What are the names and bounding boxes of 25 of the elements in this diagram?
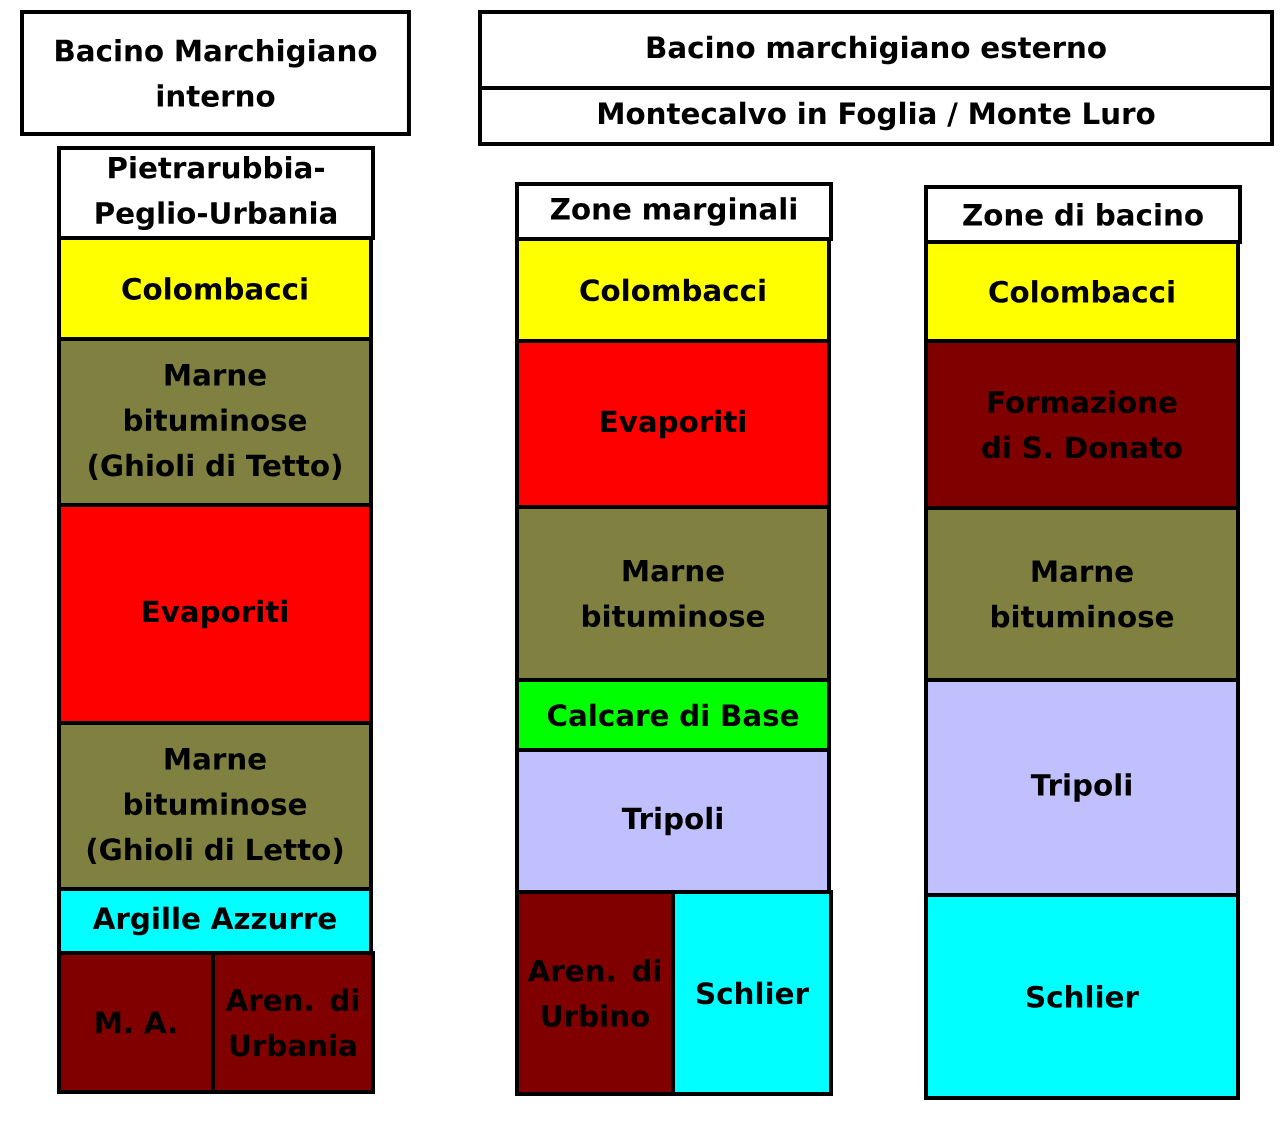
column-header-box: Zone marginali bbox=[515, 182, 833, 241]
layer-box: Calcare di Base bbox=[515, 678, 831, 752]
layer-box: Aren. di Urbino bbox=[515, 890, 675, 1096]
column-header-box: Pietrarubbia-Peglio-Urbania bbox=[57, 146, 375, 240]
layer-box: Argille Azzurre bbox=[57, 887, 373, 955]
layer-box: Marne bituminose bbox=[515, 505, 831, 683]
layer-box: Schlier bbox=[671, 890, 833, 1096]
layer-box: Evaporiti bbox=[57, 503, 373, 725]
layer-box: Aren. di Urbania bbox=[211, 951, 375, 1094]
basin-title-box: Bacino marchigiano esterno bbox=[478, 10, 1274, 90]
layer-box: Formazione di S. Donato bbox=[924, 339, 1240, 510]
layer-box: Schlier bbox=[924, 893, 1240, 1100]
layer-box: Evaporiti bbox=[515, 339, 831, 509]
column-header-box: Zone di bacino bbox=[924, 185, 1242, 244]
layer-box: Tripoli bbox=[515, 748, 831, 894]
layer-box: M. A. bbox=[57, 951, 215, 1094]
layer-box: Colombacci bbox=[515, 237, 831, 343]
layer-box: Marne bituminose (Ghioli di Letto) bbox=[57, 721, 373, 891]
layer-box: Marne bituminose (Ghioli di Tetto) bbox=[57, 337, 373, 507]
basin-title-box: Bacino Marchigiano interno bbox=[20, 10, 411, 136]
layer-box: Tripoli bbox=[924, 678, 1240, 897]
layer-box: Colombacci bbox=[57, 236, 373, 342]
locality-box: Montecalvo in Foglia / Monte Luro bbox=[478, 86, 1274, 146]
layer-box: Marne bituminose bbox=[924, 506, 1240, 682]
layer-box: Colombacci bbox=[924, 240, 1240, 343]
